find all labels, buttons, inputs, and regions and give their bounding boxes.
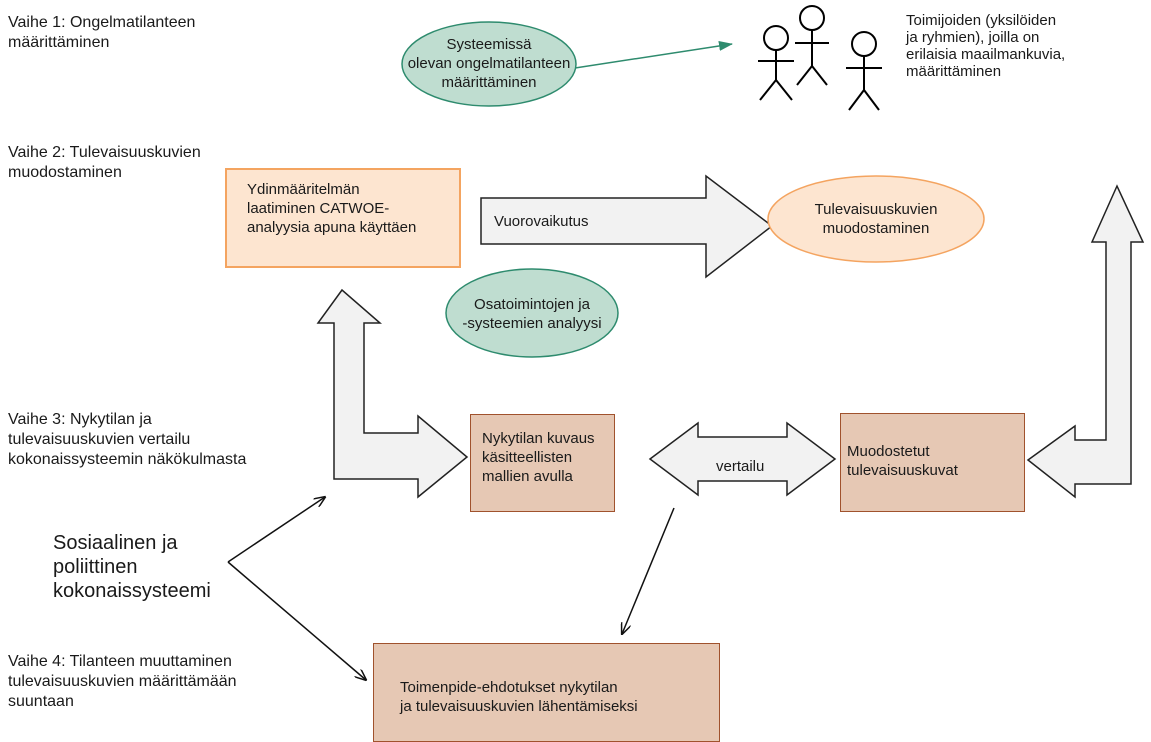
social-to-actions-arrow bbox=[227, 561, 366, 680]
problem-to-actors-arrow bbox=[574, 41, 733, 69]
stage-3-label: Vaihe 3: Nykytilan ja tulevaisuuskuvien … bbox=[8, 411, 247, 468]
interaction-label: Vuorovaikutus bbox=[494, 213, 589, 230]
root-definition-box: Ydinmääritelmän laatiminen CATWOE- analy… bbox=[225, 168, 461, 268]
actor-figure-2 bbox=[795, 5, 829, 86]
root-definition-label: Ydinmääritelmän laatiminen CATWOE- analy… bbox=[247, 181, 417, 236]
actions-box: Toimenpide-ehdotukset nykytilan ja tulev… bbox=[373, 643, 720, 742]
stage-4-label: Vaihe 4: Tilanteen muuttaminen tulevaisu… bbox=[8, 653, 237, 710]
root-to-current-arrow-shape bbox=[316, 288, 469, 499]
social-to-stage3-arrow bbox=[227, 497, 325, 563]
actor-figure-3 bbox=[846, 31, 882, 111]
future-ellipse-label: Tulevaisuuskuvien muodostaminen bbox=[814, 201, 938, 237]
future-images-label: Muodostetut tulevaisuuskuvat bbox=[847, 443, 958, 479]
stage-1-label: Vaihe 1: Ongelmatilanteen määrittäminen bbox=[8, 14, 196, 51]
problem-ellipse-label: Systeemissä olevan ongelmatilanteen määr… bbox=[407, 36, 571, 91]
comparison-to-actions-arrow bbox=[622, 507, 675, 634]
current-state-box: Nykytilan kuvaus käsitteellisten mallien… bbox=[470, 414, 615, 512]
current-state-label: Nykytilan kuvaus käsitteellisten mallien… bbox=[482, 430, 595, 485]
stage-2-label: Vaihe 2: Tulevaisuuskuvien muodostaminen bbox=[8, 144, 201, 181]
actions-label: Toimenpide-ehdotukset nykytilan ja tulev… bbox=[400, 679, 638, 715]
actor-figure-1 bbox=[758, 25, 794, 101]
future-ellipse-shape bbox=[767, 175, 985, 263]
interaction-arrow-shape bbox=[480, 174, 774, 279]
future-images-to-ellipse-arrow-shape bbox=[1026, 184, 1145, 499]
problem-ellipse-shape bbox=[401, 21, 577, 107]
subsystems-ellipse-shape bbox=[445, 268, 619, 358]
social-system-label: Sosiaalinen ja poliittinen kokonaissyste… bbox=[53, 532, 211, 602]
subsystems-ellipse-label: Osatoimintojen ja -systeemien analyysi bbox=[462, 296, 602, 332]
comparison-arrow-shape bbox=[648, 421, 837, 497]
comparison-label: vertailu bbox=[716, 458, 765, 475]
actors-description: Toimijoiden (yksilöiden ja ryhmien), joi… bbox=[906, 12, 1066, 80]
future-images-box: Muodostetut tulevaisuuskuvat bbox=[840, 413, 1025, 512]
